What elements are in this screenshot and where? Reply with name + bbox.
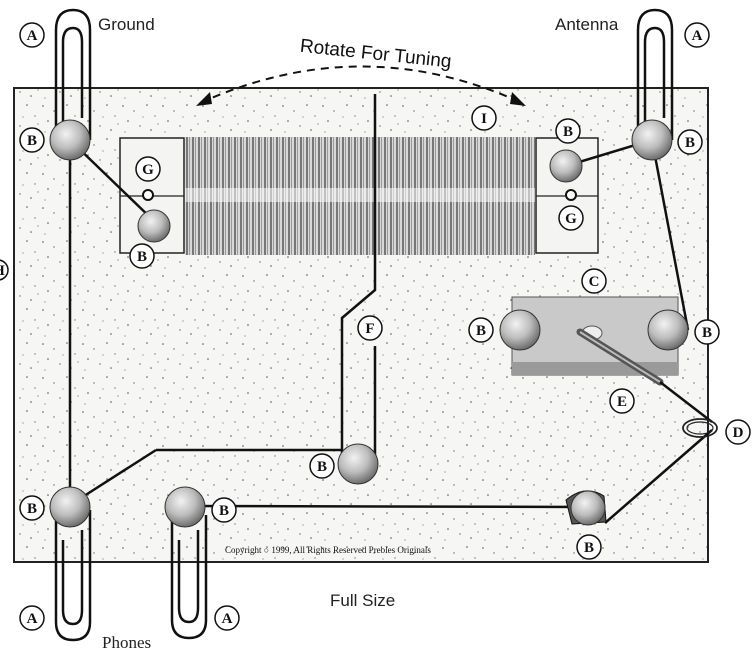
svg-text:B: B <box>584 540 594 556</box>
circle-label-a: A <box>684 22 710 48</box>
razor-blade-edge <box>512 362 678 375</box>
fastener-ball <box>570 490 606 526</box>
circle-label-i: I <box>471 105 497 131</box>
svg-text:B: B <box>563 124 573 140</box>
coil-spring-d <box>682 418 718 438</box>
circle-label-b: B <box>555 118 581 144</box>
circle-label-e: E <box>609 388 635 414</box>
fastener-ball <box>647 309 689 351</box>
svg-text:B: B <box>317 459 327 475</box>
svg-text:D: D <box>733 425 744 441</box>
svg-text:I: I <box>481 111 487 127</box>
circle-label-b: B <box>694 319 720 345</box>
circle-label-d: D <box>725 419 751 445</box>
paper-clip-ground <box>54 8 92 150</box>
fastener-ball <box>499 309 541 351</box>
circle-label-b: B <box>468 317 494 343</box>
circle-label-b: B <box>211 497 237 523</box>
circle-label-b: B <box>677 129 703 155</box>
svg-text:A: A <box>692 28 703 44</box>
pencil-lead-core <box>579 331 661 383</box>
svg-text:F: F <box>365 321 374 337</box>
svg-text:B: B <box>27 133 37 149</box>
circle-label-f: F <box>357 315 383 341</box>
fastener-ball <box>137 209 171 243</box>
circle-label-a: A <box>19 22 45 48</box>
copyright-text: Copyright ○ 1999, All Rights Reserved Pr… <box>225 545 431 555</box>
paper-clip-bottom-left <box>54 505 92 642</box>
svg-text:B: B <box>476 323 486 339</box>
full-size-label: Full Size <box>330 591 395 610</box>
tuning-coil-highlight <box>185 188 535 202</box>
svg-text:G: G <box>142 162 154 178</box>
svg-text:B: B <box>685 135 695 151</box>
rotate-arrow-head-right <box>510 92 526 106</box>
circle-label-g: G <box>558 205 584 231</box>
svg-text:C: C <box>589 274 600 290</box>
circle-label-b: B <box>309 453 335 479</box>
svg-text:B: B <box>219 503 229 519</box>
svg-text:A: A <box>222 611 233 627</box>
circle-label-b: B <box>19 127 45 153</box>
svg-text:H: H <box>0 263 5 279</box>
circle-label-a: A <box>214 605 240 631</box>
circle-label-c: C <box>581 268 607 294</box>
paper-clip-antenna <box>636 8 674 150</box>
svg-text:B: B <box>702 325 712 341</box>
svg-text:B: B <box>27 501 37 517</box>
circle-label-b: B <box>19 495 45 521</box>
antenna-label: Antenna <box>555 15 619 34</box>
fastener-ball <box>49 119 91 161</box>
fastener-ball <box>49 486 91 528</box>
svg-text:E: E <box>617 394 627 410</box>
screw-left <box>142 189 154 201</box>
fastener-ball <box>337 443 379 485</box>
circle-label-h: H <box>0 259 9 281</box>
circle-label-g: G <box>135 156 161 182</box>
circle-label-a: A <box>19 605 45 631</box>
paper-clip-phones <box>170 505 208 640</box>
fastener-ball <box>549 149 583 183</box>
circle-label-b: B <box>576 534 602 560</box>
rotate-label: Rotate For Tuning <box>299 36 452 73</box>
fastener-ball <box>164 486 206 528</box>
phones-label: Phones <box>102 633 151 652</box>
svg-text:G: G <box>565 211 577 227</box>
ground-label: Ground <box>98 15 155 34</box>
screw-right <box>565 189 577 201</box>
svg-text:B: B <box>137 249 147 265</box>
svg-text:A: A <box>27 611 38 627</box>
coil-spring-d-inner <box>686 421 714 435</box>
rotate-arrow-head-left <box>196 92 212 106</box>
circle-label-b: B <box>129 243 155 269</box>
svg-text:A: A <box>27 28 38 44</box>
fastener-ball <box>631 119 673 161</box>
rotate-arrow <box>199 65 523 104</box>
